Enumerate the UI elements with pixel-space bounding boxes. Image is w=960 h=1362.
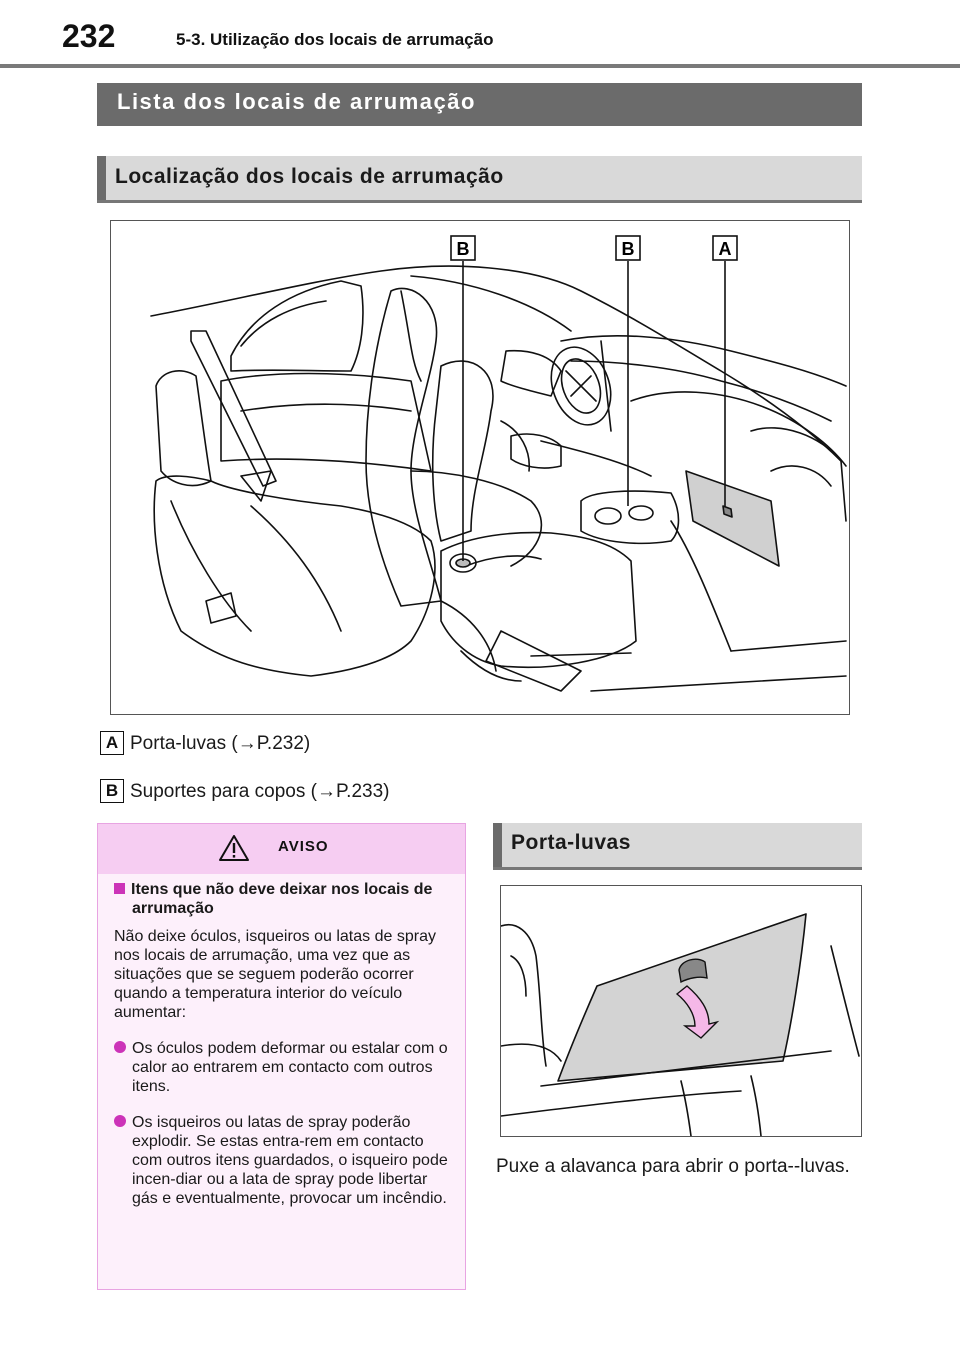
warning-bullet-1-text: Os óculos podem deformar ou estalar com … — [132, 1040, 448, 1095]
warning-bullet-2-text: Os isqueiros ou latas de spray poderão e… — [132, 1114, 448, 1207]
glovebox-title-bar: Porta-luvas — [493, 823, 862, 870]
warning-heading-text: Itens que não deve deixar nos locais de … — [131, 881, 433, 917]
callout-labels: B B A — [450, 235, 738, 261]
interior-illustration: B B A — [110, 220, 850, 715]
chapter-heading: 5-3. Utilização dos locais de arrumação — [176, 30, 494, 49]
legend-text-b: Suportes para copos (→P.233) — [130, 781, 390, 802]
section-title: Lista dos locais de arrumação — [117, 89, 476, 114]
square-bullet-icon — [114, 883, 125, 894]
legend-letter-b: B — [100, 779, 124, 803]
warning-bullet-1: Os óculos podem deformar ou estalar com … — [114, 1039, 454, 1096]
legend-text-a: Porta-luvas (→P.232) — [130, 733, 311, 754]
warning-title: AVISO — [278, 838, 329, 855]
warning-triangle-icon — [219, 835, 249, 861]
glovebox-instruction: Puxe a alavanca para abrir o porta--luva… — [496, 1156, 850, 1177]
legend-letter-a: A — [100, 731, 124, 755]
subsection-title: Localização dos locais de arrumação — [115, 165, 504, 188]
glovebox-title: Porta-luvas — [511, 831, 631, 854]
glovebox-illustration — [500, 885, 862, 1137]
bullet-dot-icon — [114, 1115, 126, 1127]
warning-box: AVISO Itens que não deve deixar nos loca… — [97, 823, 466, 1290]
warning-intro: Não deixe óculos, isqueiros ou latas de … — [114, 928, 436, 1021]
warning-bullet-2: Os isqueiros ou latas de spray poderão e… — [114, 1113, 454, 1208]
warning-heading: Itens que não deve deixar nos locais de … — [114, 880, 454, 918]
bullet-dot-icon — [114, 1041, 126, 1053]
page-number: 232 — [62, 18, 116, 54]
section-title-bar: Lista dos locais de arrumação — [97, 83, 862, 126]
warning-body: Itens que não deve deixar nos locais de … — [114, 880, 454, 1208]
header-divider — [0, 64, 960, 68]
car-interior-drawing: B B A — [150, 235, 847, 692]
pull-arrow-icon — [675, 985, 720, 1039]
callout-b-2: B — [622, 239, 635, 259]
warning-header: AVISO — [98, 824, 465, 874]
glovebox-drawing — [500, 913, 860, 1137]
callout-a: A — [719, 239, 732, 259]
subsection-title-bar: Localização dos locais de arrumação — [97, 156, 862, 203]
callout-b-1: B — [457, 239, 470, 259]
